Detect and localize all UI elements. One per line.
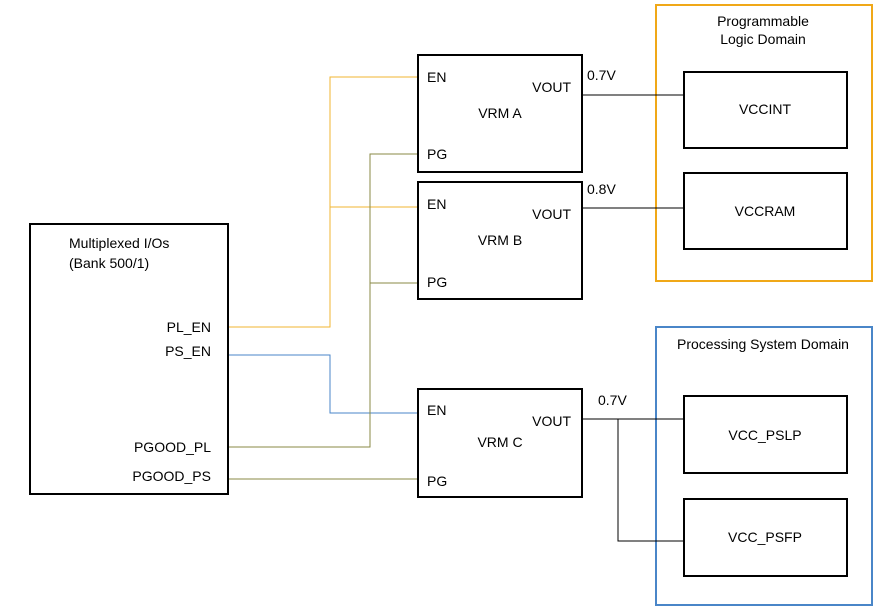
mux-title-line1: Multiplexed I/Os bbox=[69, 235, 169, 251]
vrm-a-en-label: EN bbox=[427, 69, 446, 85]
ps-en-wire bbox=[228, 354, 418, 414]
ps-domain-frame bbox=[655, 326, 873, 606]
pl-domain-frame bbox=[655, 4, 873, 282]
ps-domain-title: Processing System Domain bbox=[677, 336, 849, 352]
vccram-label: VCCRAM bbox=[735, 203, 796, 219]
vcc-psfp-label: VCC_PSFP bbox=[728, 529, 802, 545]
pl-domain-title-line1: Programmable bbox=[717, 13, 809, 29]
vrm-a-pg-label: PG bbox=[427, 146, 447, 162]
vrm-a-block: EN PG VOUT VRM A bbox=[417, 54, 583, 173]
vrm-b-block: EN PG VOUT VRM B bbox=[417, 181, 583, 300]
vccint-label: VCCINT bbox=[739, 101, 792, 117]
vrm-c-pg-label: PG bbox=[427, 473, 447, 489]
vrm-b-en-label: EN bbox=[427, 196, 446, 212]
vccram-rail: VCCRAM bbox=[683, 172, 848, 250]
pin-pgood-ps: PGOOD_PS bbox=[132, 468, 211, 484]
vrm-c-en-label: EN bbox=[427, 402, 446, 418]
pgood-pl-wires bbox=[228, 153, 418, 448]
vrm-c-voltage: 0.7V bbox=[598, 392, 627, 408]
vrm-b-vout-label: VOUT bbox=[532, 206, 571, 222]
vrm-a-vout-label: VOUT bbox=[532, 79, 571, 95]
pl-en-wires bbox=[228, 76, 418, 328]
vccint-rail: VCCINT bbox=[683, 71, 848, 149]
vrm-b-title: VRM B bbox=[478, 232, 522, 248]
pl-domain-title-line2: Logic Domain bbox=[720, 31, 806, 47]
mux-io-block: Multiplexed I/Os (Bank 500/1) PL_EN PS_E… bbox=[29, 223, 229, 495]
vcc-psfp-rail: VCC_PSFP bbox=[683, 498, 848, 577]
vcc-pslp-label: VCC_PSLP bbox=[728, 427, 801, 443]
power-wires bbox=[582, 94, 684, 542]
vrm-c-vout-label: VOUT bbox=[532, 413, 571, 429]
vrm-a-voltage: 0.7V bbox=[587, 67, 616, 83]
pin-ps-en: PS_EN bbox=[165, 343, 211, 359]
vrm-b-pg-label: PG bbox=[427, 274, 447, 290]
mux-title-line2: (Bank 500/1) bbox=[69, 255, 149, 271]
vrm-c-block: EN PG VOUT VRM C bbox=[417, 388, 583, 498]
vcc-pslp-rail: VCC_PSLP bbox=[683, 395, 848, 474]
pin-pl-en: PL_EN bbox=[167, 319, 211, 335]
pin-pgood-pl: PGOOD_PL bbox=[134, 439, 211, 455]
vrm-a-title: VRM A bbox=[478, 105, 522, 121]
vrm-b-voltage: 0.8V bbox=[587, 181, 616, 197]
vrm-c-title: VRM C bbox=[477, 434, 522, 450]
